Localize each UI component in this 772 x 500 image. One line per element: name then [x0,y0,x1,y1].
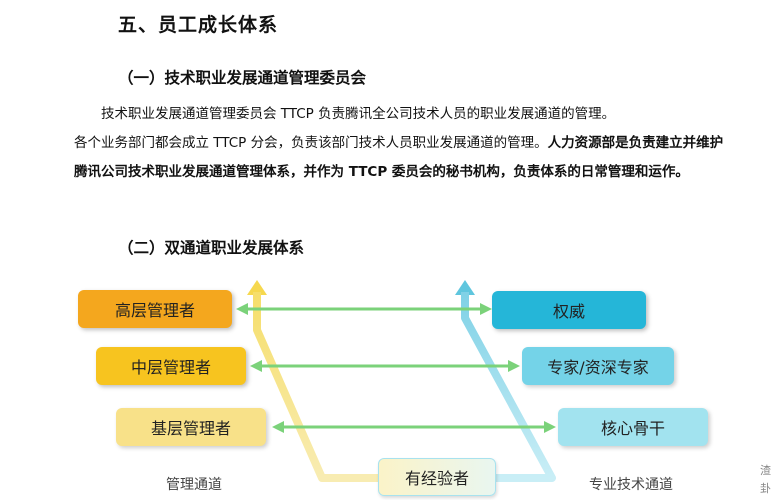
box-junior-manager: 基层管理者 [116,408,266,446]
para-line1: 技术职业发展通道管理委员会 TTCP 负责腾讯全公司技术人员的职业发展通道的管理… [101,106,616,122]
box-senior-manager: 高层管理者 [78,290,232,328]
edge-fragment-2: 卦 [760,482,771,495]
box-core-staff: 核心骨干 [558,408,708,446]
arrow-row-low [272,421,556,433]
para-line2: 各个业务部门都会成立 TTCP 分会，负责该部门技术人员职业发展通道的管理。 [74,135,548,151]
box-middle-manager: 中层管理者 [96,347,246,385]
section1-title: （一）技术职业发展通道管理委员会 [118,69,367,87]
arrow-row-mid [250,360,520,372]
caption-technical-path: 专业技术通道 [589,477,673,493]
section2-title: （二）双通道职业发展体系 [118,239,305,257]
box-expert: 专家/资深专家 [522,347,674,385]
section1-paragraph: 技术职业发展通道管理委员会 TTCP 负责腾讯全公司技术人员的职业发展通道的管理… [74,100,734,187]
box-authority: 权威 [492,291,646,329]
edge-fragment-1: 渣 [760,464,771,477]
caption-management-path: 管理通道 [166,477,222,493]
main-heading: 五、员工成长体系 [118,14,279,36]
para-bold: 人力资源部是负责建立并维护腾讯公司技术职业发展通道管理体系，并作为 TTCP 委… [74,135,724,180]
arrow-row-top [236,303,492,315]
technical-path [455,280,556,482]
box-experienced: 有经验者 [378,458,496,496]
